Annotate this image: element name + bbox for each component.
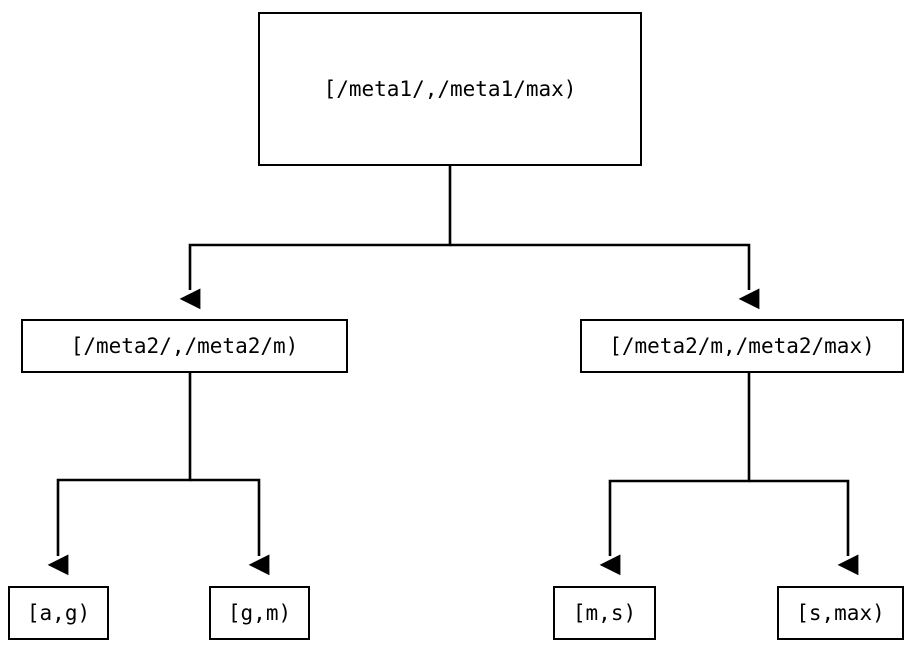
node-leaf-3-label: [m,s) bbox=[572, 600, 637, 625]
node-root-label: [/meta1/,/meta1/max) bbox=[323, 76, 577, 101]
edge-mid-right-to-leaf-4 bbox=[749, 479, 859, 576]
node-leaf-2[interactable]: [g,m) bbox=[209, 586, 310, 640]
edge-root-to-mid-left bbox=[179, 166, 452, 310]
node-mid-right-label: [/meta2/m,/meta2/max) bbox=[609, 333, 875, 358]
node-root[interactable]: [/meta1/,/meta1/max) bbox=[258, 12, 642, 166]
edge-mid-left-to-leaf-1 bbox=[47, 373, 192, 576]
node-mid-left-label: [/meta2/,/meta2/m) bbox=[70, 333, 299, 358]
edge-mid-left-to-leaf-2 bbox=[190, 478, 270, 576]
node-mid-right[interactable]: [/meta2/m,/meta2/max) bbox=[580, 319, 904, 373]
node-leaf-4[interactable]: [s,max) bbox=[777, 586, 904, 640]
node-leaf-1[interactable]: [a,g) bbox=[8, 586, 109, 640]
node-leaf-3[interactable]: [m,s) bbox=[553, 586, 656, 640]
edge-mid-right-to-leaf-3 bbox=[599, 373, 751, 576]
edge-root-to-mid-right bbox=[450, 243, 760, 310]
node-leaf-2-label: [g,m) bbox=[227, 600, 292, 625]
node-leaf-4-label: [s,max) bbox=[796, 600, 885, 625]
node-mid-left[interactable]: [/meta2/,/meta2/m) bbox=[21, 319, 348, 373]
node-leaf-1-label: [a,g) bbox=[26, 600, 91, 625]
